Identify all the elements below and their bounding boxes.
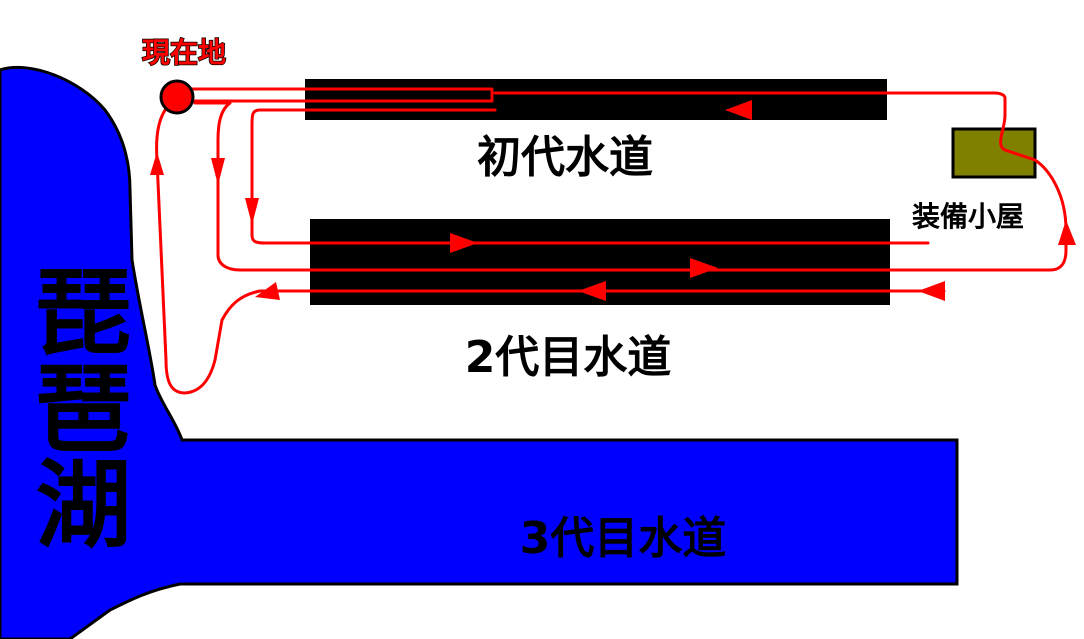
first-canal-label: 初代水道: [477, 132, 653, 183]
arrowhead-icon: [690, 258, 718, 278]
equipment-hut-label: 装備小屋: [912, 200, 1024, 233]
arrowhead-icon: [211, 158, 225, 185]
equipment-hut-box: [951, 127, 1037, 179]
arrowhead-icon: [150, 152, 164, 175]
third-canal-label: 3代目水道: [520, 513, 727, 564]
second-canal-label: 2代目水道: [465, 332, 672, 383]
route-segment-lower: [155, 98, 946, 395]
arrowhead-icon: [245, 198, 259, 225]
arrowhead-icon: [725, 100, 752, 120]
location-dot-icon: [159, 79, 195, 115]
lake-label: 琵琶湖: [19, 262, 131, 550]
arrowhead-icon: [1058, 220, 1076, 245]
arrowhead-icon: [255, 282, 280, 300]
arrowhead-icon: [450, 233, 478, 253]
arrowhead-icon: [578, 281, 606, 301]
route-segment-middle: [250, 108, 930, 245]
current-location-label: 現在地: [142, 36, 226, 69]
lake-and-third-canal: [0, 65, 959, 639]
route-arrows: [150, 100, 1076, 301]
arrowhead-icon: [918, 281, 945, 301]
route-spur: [188, 87, 494, 103]
